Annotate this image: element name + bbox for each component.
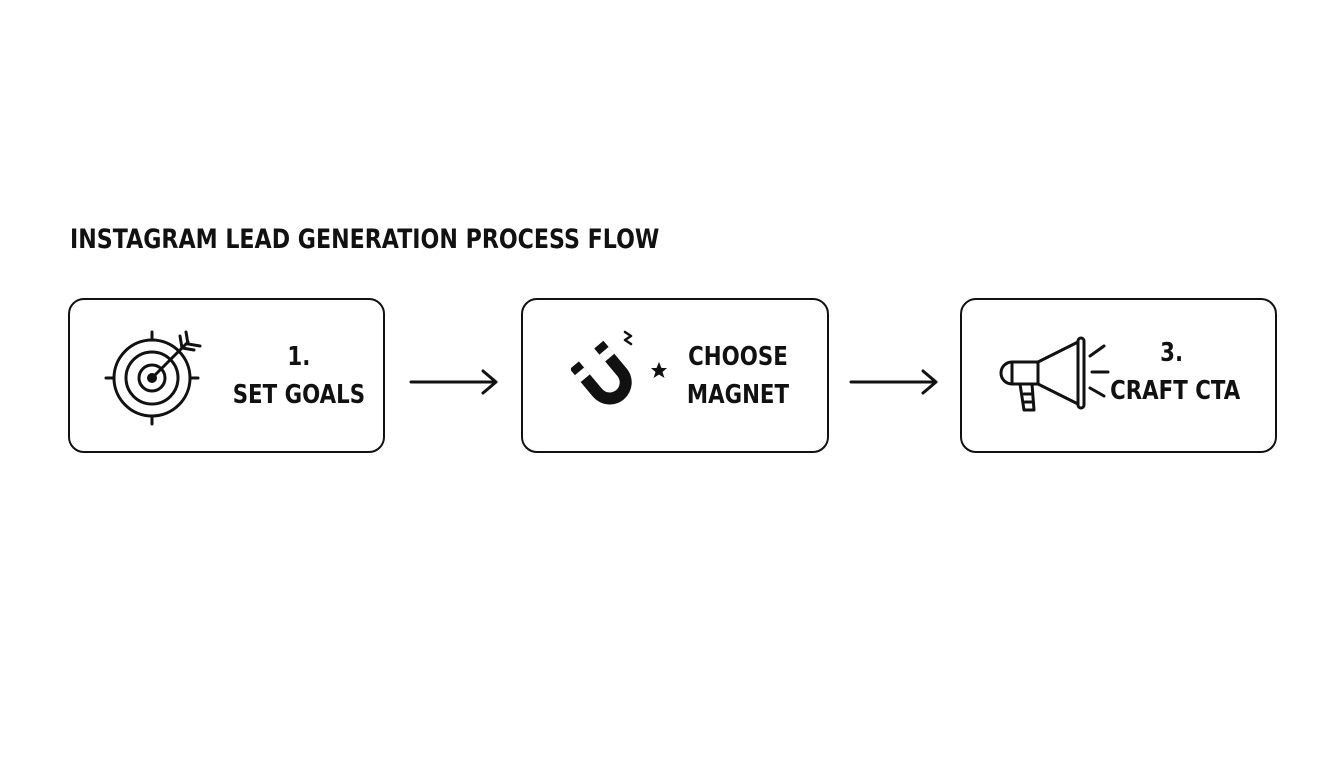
step-3-text: 3. CRAFT CTA (1110, 334, 1241, 410)
diagram-title: INSTAGRAM LEAD GENERATION PROCESS FLOW (70, 224, 660, 255)
target-icon (104, 330, 202, 426)
step-2-label-line2: MAGNET (686, 380, 790, 410)
arrow-right-icon (409, 369, 498, 395)
step-2-label-line1: CHOOSE (688, 342, 788, 372)
step-1-text: 1. SET GOALS (229, 338, 368, 414)
step-3-label: CRAFT CTA (1110, 376, 1241, 406)
magnet-icon (571, 330, 667, 405)
step-2-text: CHOOSE MAGNET (681, 338, 796, 414)
step-1-number: 1. (287, 342, 311, 372)
step-1-label: SET GOALS (232, 380, 366, 410)
step-craft-cta: 3. CRAFT CTA (960, 298, 1277, 453)
step-choose-magnet: CHOOSE MAGNET (521, 298, 829, 453)
arrow-right-icon (849, 369, 938, 395)
step-set-goals: 1. SET GOALS (68, 298, 385, 453)
megaphone-icon (999, 336, 1110, 412)
step-3-number: 3. (1160, 338, 1184, 368)
